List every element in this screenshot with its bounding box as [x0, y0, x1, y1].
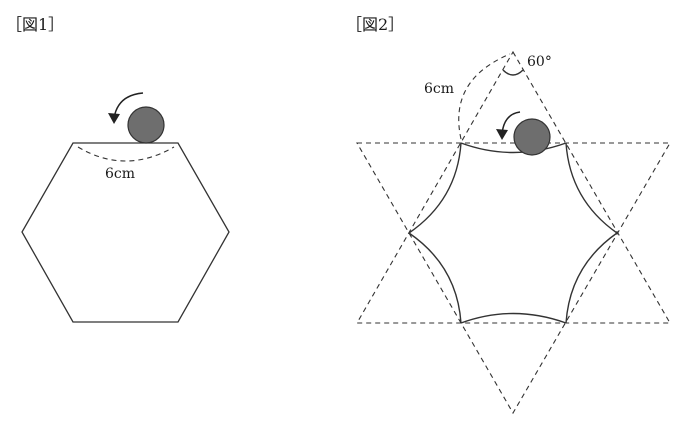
figure1-arrowhead-icon [108, 113, 120, 124]
figure2-side-length: 6cm [424, 81, 454, 97]
star-arc-upper-right [565, 142, 618, 234]
figure2-label: ［図2］ [346, 15, 404, 34]
figure2-coin [513, 118, 551, 156]
hexagon [21, 142, 230, 323]
figure1: 6cm [21, 92, 230, 323]
figure1-label: ［図1］ [6, 15, 64, 34]
figure1-dimension-arc [77, 146, 175, 162]
star-arc-top [460, 142, 567, 154]
figure2-arrowhead-icon [496, 129, 508, 140]
star-arc-upper-left [408, 142, 462, 234]
figure2: 6cm 60° [356, 50, 671, 415]
figure2-dimension-arc [458, 53, 511, 140]
angle-mark [502, 69, 524, 76]
figure2-angle: 60° [527, 54, 552, 70]
figure1-coin [127, 106, 165, 144]
star-arc-lower-right [565, 232, 618, 324]
figure1-side-length: 6cm [105, 166, 135, 182]
hexagram-triangle-down [356, 142, 671, 415]
star-arc-bottom [460, 312, 567, 324]
star-arc-lower-left [408, 232, 462, 324]
hexagram-triangle-up [356, 50, 671, 324]
